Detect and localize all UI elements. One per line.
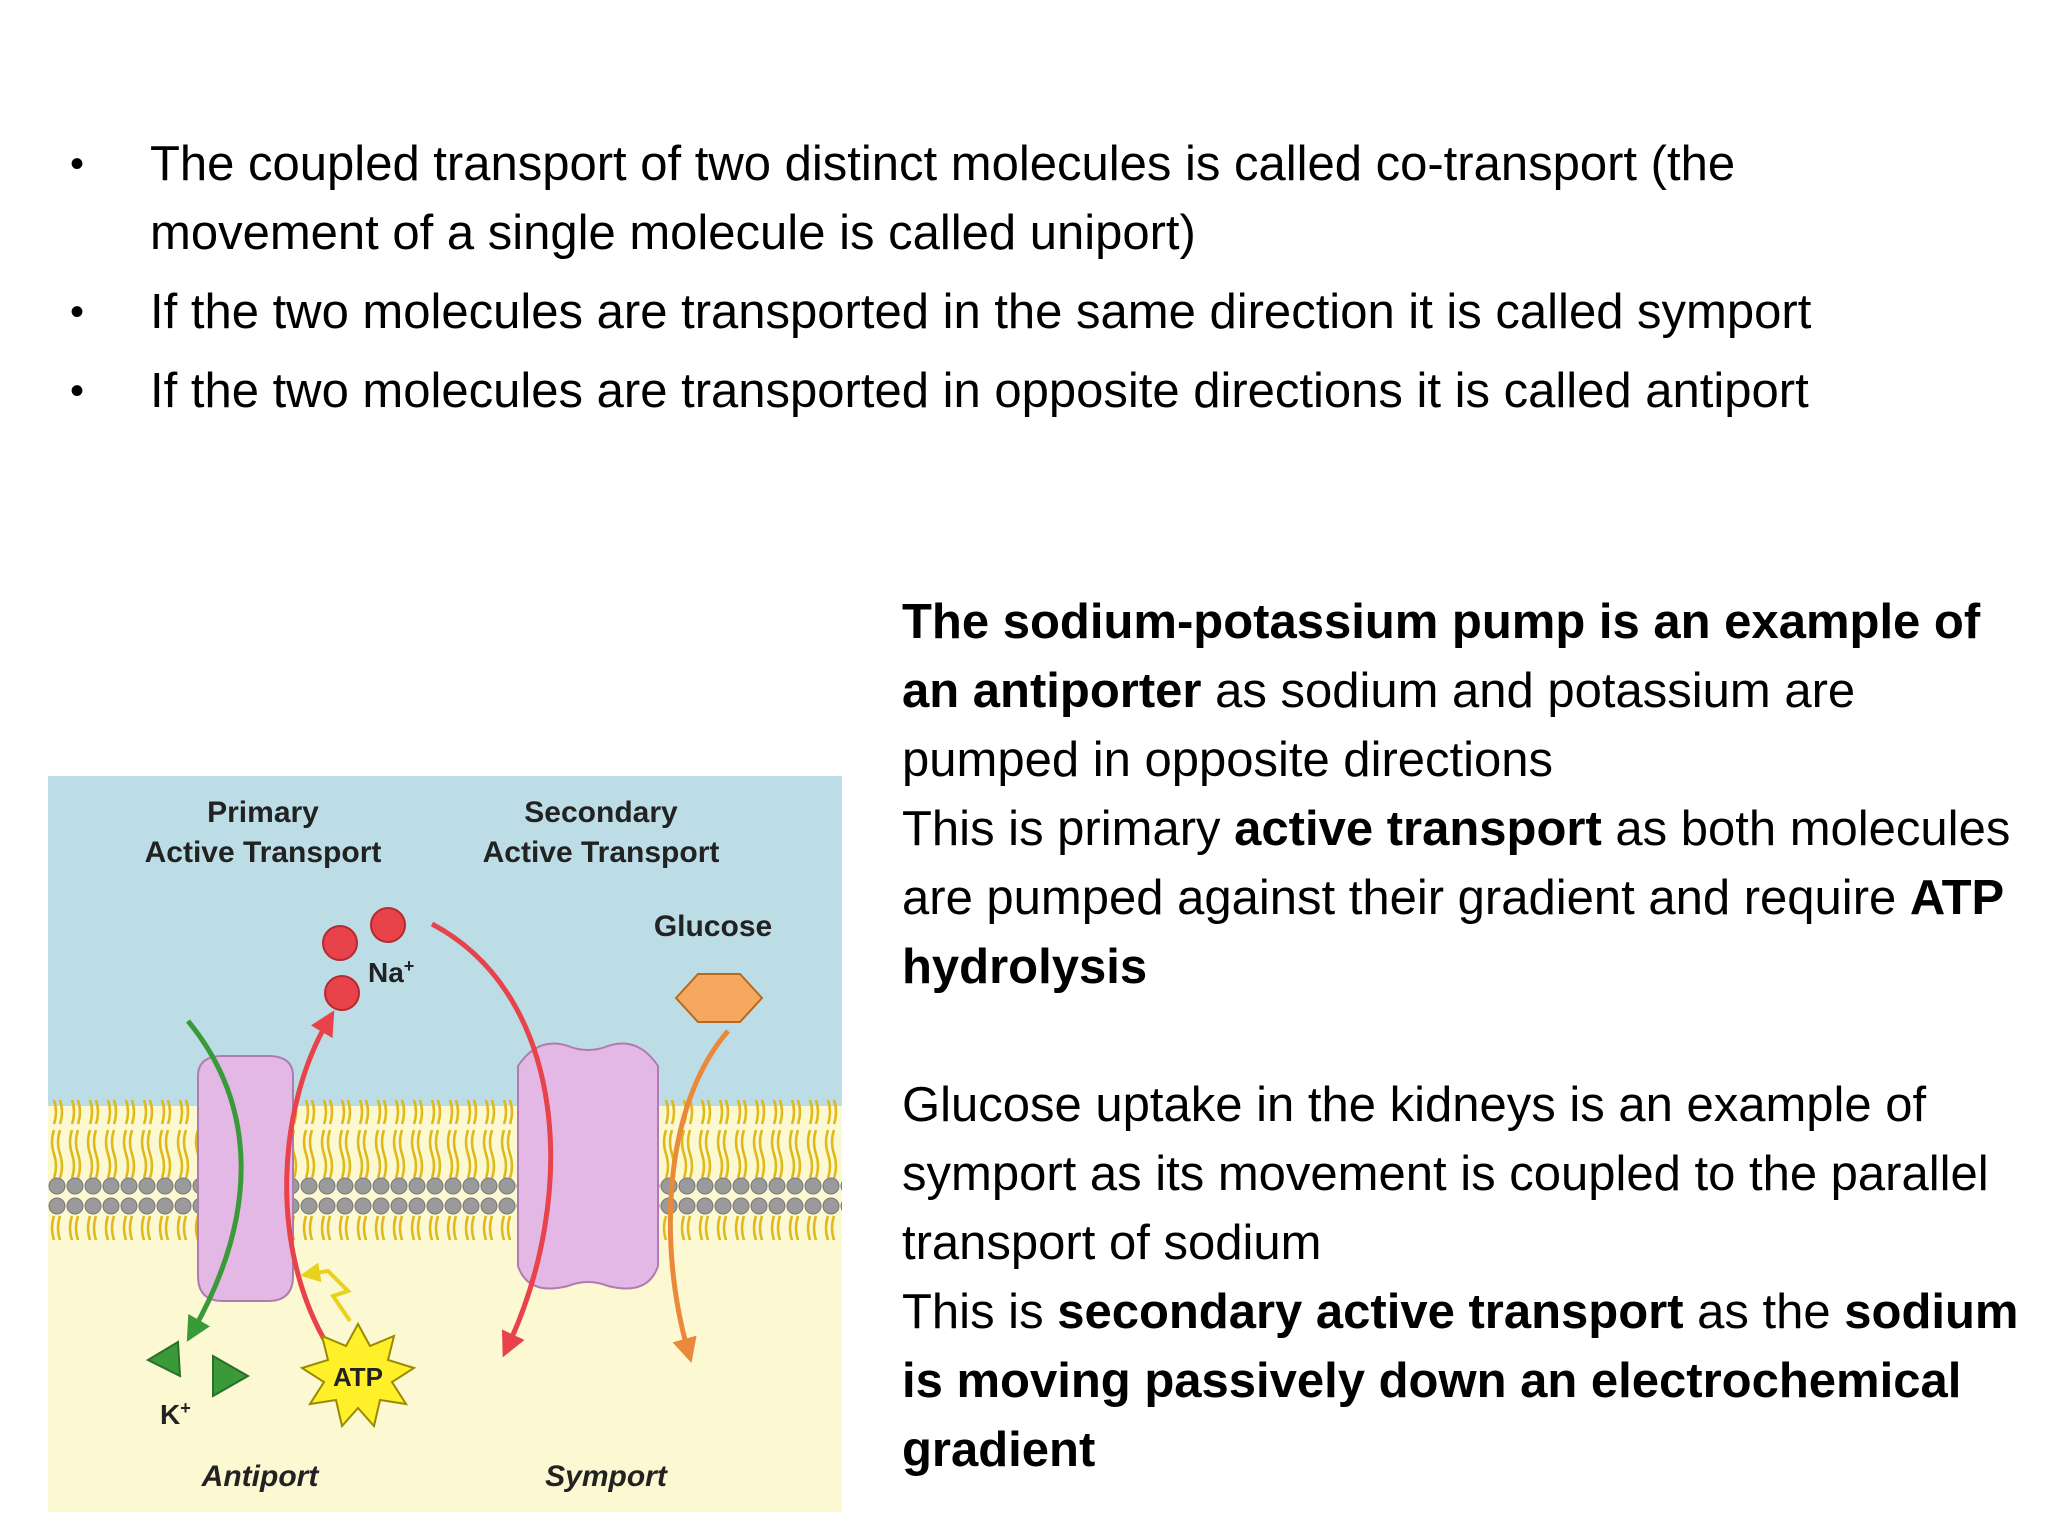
bullet-text: If the two molecules are transported in … bbox=[150, 364, 1809, 418]
antiporter-protein bbox=[197, 1055, 294, 1302]
primary-text-2: as both molecules are pumped against the… bbox=[902, 802, 2011, 925]
extracellular-space bbox=[48, 776, 842, 1106]
antiport-label: Antiport bbox=[201, 1460, 321, 1493]
primary-title-line2: Active Transport bbox=[145, 836, 382, 869]
glucose-in-arrow bbox=[667, 1029, 730, 1364]
explanation-text: The sodium-potassium pump is an example … bbox=[902, 588, 2022, 1485]
atp-label: ATP bbox=[333, 1362, 383, 1392]
primary-transport-paragraph: This is primary active transport as both… bbox=[902, 795, 2022, 1002]
bullet-dot: • bbox=[70, 142, 85, 186]
sodium-gradient-bold: sodium is moving passively down an elect… bbox=[902, 1285, 2019, 1477]
secondary-text-1: This is bbox=[902, 1285, 1058, 1339]
sodium-label: Na+ bbox=[368, 956, 414, 988]
bullet-dot: • bbox=[70, 290, 85, 334]
sodium-ion bbox=[324, 975, 360, 1011]
potassium-ion bbox=[145, 1340, 182, 1378]
paragraph-gap bbox=[902, 1002, 2022, 1071]
bullet-text: The coupled transport of two distinct mo… bbox=[150, 137, 1736, 260]
symport-label: Symport bbox=[545, 1460, 669, 1493]
sodium-out-arrow bbox=[284, 1010, 335, 1348]
symporter-protein bbox=[517, 1042, 659, 1290]
secondary-transport-paragraph: This is secondary active transport as th… bbox=[902, 1278, 2022, 1485]
glucose-label: Glucose bbox=[654, 910, 772, 943]
active-transport-bold: active transport bbox=[1234, 802, 1602, 856]
potassium-ion bbox=[212, 1354, 251, 1398]
potassium-arrow bbox=[186, 1019, 244, 1342]
sodium-ion bbox=[370, 907, 406, 943]
primary-title-line1: Primary bbox=[207, 796, 319, 829]
bullet-item: • If the two molecules are transported i… bbox=[70, 357, 1970, 426]
glucose-molecule-icon bbox=[674, 973, 764, 1023]
sodium-in-arrow bbox=[430, 921, 554, 1358]
secondary-title-line1: Secondary bbox=[524, 796, 678, 829]
primary-text-1: This is primary bbox=[902, 802, 1235, 856]
transport-diagram: Primary Active Transport Secondary Activ… bbox=[48, 776, 842, 1512]
antiporter-paragraph: The sodium-potassium pump is an example … bbox=[902, 588, 2022, 795]
atp-hydrolysis-bold: ATP hydrolysis bbox=[902, 871, 2004, 994]
symport-paragraph: Glucose uptake in the kidneys is an exam… bbox=[902, 1071, 2022, 1278]
antiporter-text: as sodium and potassium are pumped in op… bbox=[902, 664, 1856, 787]
sodium-ion bbox=[322, 925, 358, 961]
lipid-bilayer bbox=[48, 1100, 842, 1240]
bullet-dot: • bbox=[70, 369, 85, 413]
secondary-title-line2: Active Transport bbox=[483, 836, 720, 869]
bullet-item: • The coupled transport of two distinct … bbox=[70, 130, 1970, 268]
potassium-label: K+ bbox=[160, 1398, 191, 1430]
symport-text: Glucose uptake in the kidneys is an exam… bbox=[902, 1078, 1989, 1270]
atp-burst-icon bbox=[299, 1321, 417, 1429]
transport-diagram-svg: Primary Active Transport Secondary Activ… bbox=[48, 776, 842, 1512]
secondary-transport-bold: secondary active transport bbox=[1057, 1285, 1684, 1339]
bullet-item: • If the two molecules are transported i… bbox=[70, 278, 1970, 347]
secondary-text-2: as the bbox=[1683, 1285, 1845, 1339]
atp-energy-arrow bbox=[300, 1262, 352, 1323]
antiporter-bold: The sodium-potassium pump is an example … bbox=[902, 595, 1981, 718]
bullet-list: • The coupled transport of two distinct … bbox=[70, 130, 1970, 436]
bullet-text: If the two molecules are transported in … bbox=[150, 285, 1812, 339]
